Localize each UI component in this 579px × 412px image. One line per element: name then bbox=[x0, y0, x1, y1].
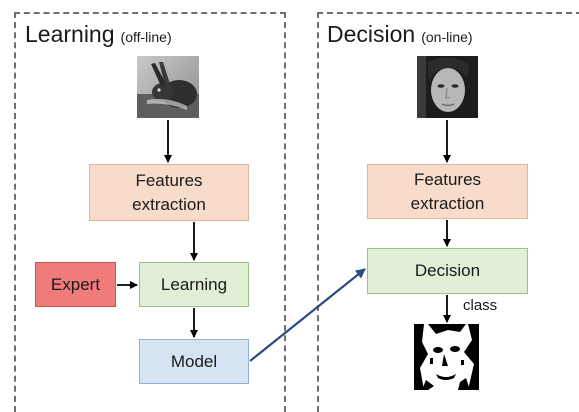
learning-features-extraction-label: Features extraction bbox=[132, 170, 206, 214]
decision-features-extraction-label: Features extraction bbox=[410, 169, 485, 213]
decision-title-text: Decision bbox=[327, 21, 416, 47]
decision-mode-text: (on-line) bbox=[421, 29, 473, 45]
learning-box-label: Learning bbox=[160, 274, 228, 294]
model-box: Model bbox=[139, 339, 249, 384]
decision-box: Decision bbox=[367, 248, 528, 294]
segmentation-mask-image bbox=[414, 324, 479, 390]
rabbit-image-graphic bbox=[137, 56, 199, 118]
decision-box-label: Decision bbox=[414, 261, 481, 280]
face-image-graphic bbox=[417, 56, 478, 118]
decision-features-extraction-box: Features extraction bbox=[367, 164, 528, 219]
learning-panel bbox=[14, 12, 286, 412]
decision-panel bbox=[317, 12, 579, 412]
model-label: Model bbox=[170, 351, 218, 371]
class-output-label: class bbox=[463, 297, 498, 314]
rabbit-image bbox=[137, 56, 199, 118]
learning-title-text: Learning bbox=[25, 21, 115, 47]
learning-panel-title: Learning (off-line) bbox=[25, 21, 172, 50]
learning-mode-text: (off-line) bbox=[120, 29, 172, 45]
expert-label: Expert bbox=[50, 274, 101, 294]
expert-box: Expert bbox=[35, 262, 116, 307]
face-image bbox=[417, 56, 478, 118]
learning-features-extraction-box: Features extraction bbox=[89, 164, 249, 221]
segmentation-mask-graphic bbox=[414, 324, 479, 390]
learning-box: Learning bbox=[139, 262, 249, 307]
decision-panel-title: Decision (on-line) bbox=[327, 21, 473, 50]
